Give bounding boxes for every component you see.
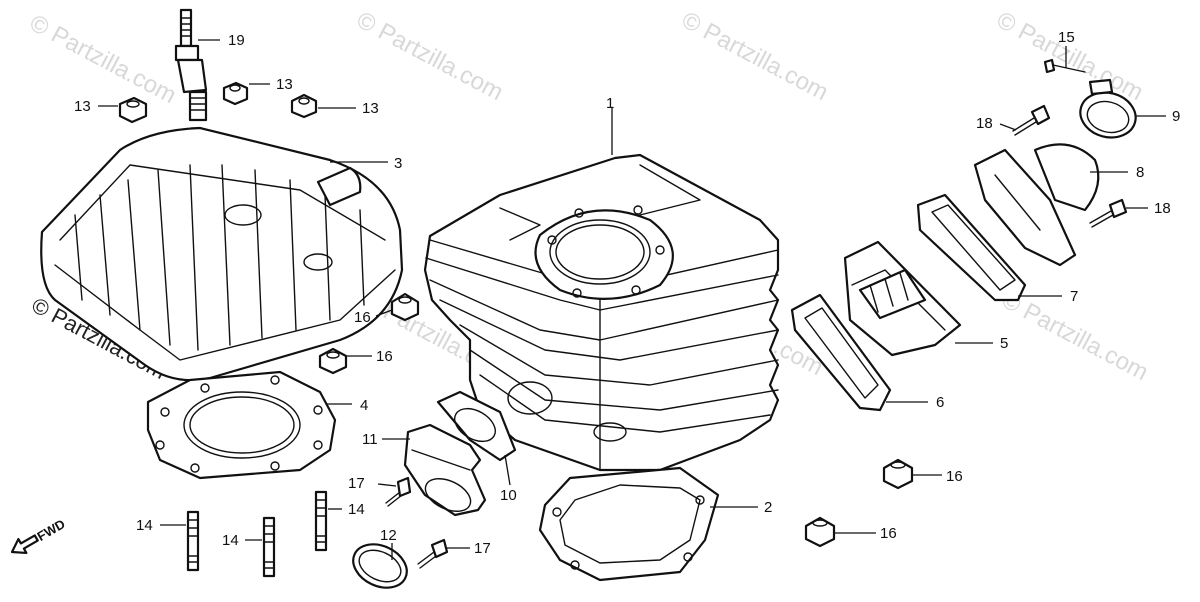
hose-clamp[interactable] — [346, 536, 414, 596]
flange-nut[interactable] — [290, 93, 318, 119]
flange-nut[interactable] — [804, 516, 836, 548]
callout-7: 7 — [1070, 288, 1078, 305]
callout-13: 13 — [276, 76, 293, 93]
insulator-gasket[interactable] — [436, 390, 517, 462]
watermark: © Partzilla.com — [992, 6, 1147, 106]
carburetor-joint[interactable] — [973, 143, 1100, 267]
bolt[interactable] — [1089, 198, 1128, 228]
stud-bolt[interactable] — [186, 510, 200, 572]
reed-valve[interactable] — [843, 240, 962, 357]
callout-16: 16 — [376, 348, 393, 365]
callout-13: 13 — [74, 98, 91, 115]
bolt[interactable] — [417, 538, 449, 569]
clamp-screw[interactable] — [1043, 58, 1086, 74]
callout-14: 14 — [348, 501, 365, 518]
flange-nut[interactable] — [118, 96, 148, 124]
carburetor-gasket[interactable] — [916, 193, 1027, 302]
callout-15: 15 — [1058, 29, 1075, 46]
cylinder[interactable] — [423, 153, 780, 472]
base-gasket[interactable] — [538, 466, 720, 582]
callout-9: 9 — [1172, 108, 1180, 125]
flange-nut[interactable] — [222, 81, 249, 106]
callout-13: 13 — [362, 100, 379, 117]
callout-5: 5 — [1000, 335, 1008, 352]
watermark: © Partzilla.com — [25, 9, 180, 109]
bolt[interactable] — [1012, 104, 1051, 136]
stud-bolt[interactable] — [262, 516, 276, 578]
flange-nut[interactable] — [390, 292, 420, 322]
callout-18: 18 — [1154, 200, 1171, 217]
watermark: © Partzilla.com — [677, 6, 832, 106]
callout-3: 3 — [394, 155, 402, 172]
flange-nut[interactable] — [318, 347, 348, 375]
head-gasket[interactable] — [146, 370, 337, 480]
callout-16: 16 — [880, 525, 897, 542]
stud-bolt[interactable] — [314, 490, 328, 552]
callout-17: 17 — [348, 475, 365, 492]
fwd-label: FWD — [34, 516, 67, 544]
callout-18: 18 — [976, 115, 993, 132]
band-clamp[interactable] — [1075, 78, 1140, 143]
callout-2: 2 — [764, 499, 772, 516]
callout-11: 11 — [362, 431, 378, 448]
callout-16: 16 — [946, 468, 963, 485]
intake-pipe[interactable] — [403, 423, 487, 518]
callout-4: 4 — [360, 397, 368, 414]
callout-14: 14 — [222, 532, 239, 549]
callouts: 1 2 3 4 5 6 7 8 9 10 11 12 13 13 13 14 1… — [74, 29, 1180, 557]
callout-10: 10 — [500, 487, 517, 504]
watermark: © Partzilla.com — [352, 6, 507, 106]
leader-lines — [98, 39, 1166, 560]
callout-16: 16 — [354, 309, 371, 326]
spark-plug[interactable] — [174, 8, 208, 122]
forward-arrow-icon: FWD — [10, 516, 68, 555]
reed-valve-gasket[interactable] — [790, 293, 892, 412]
callout-12: 12 — [380, 527, 397, 544]
flange-nut[interactable] — [882, 458, 914, 490]
callout-6: 6 — [936, 394, 944, 411]
callout-8: 8 — [1136, 164, 1144, 181]
callout-19: 19 — [228, 32, 245, 49]
cylinder-head[interactable] — [40, 126, 404, 382]
callout-14: 14 — [136, 517, 153, 534]
callout-17: 17 — [474, 540, 491, 557]
bolt[interactable] — [385, 476, 412, 507]
callout-1: 1 — [606, 95, 614, 112]
